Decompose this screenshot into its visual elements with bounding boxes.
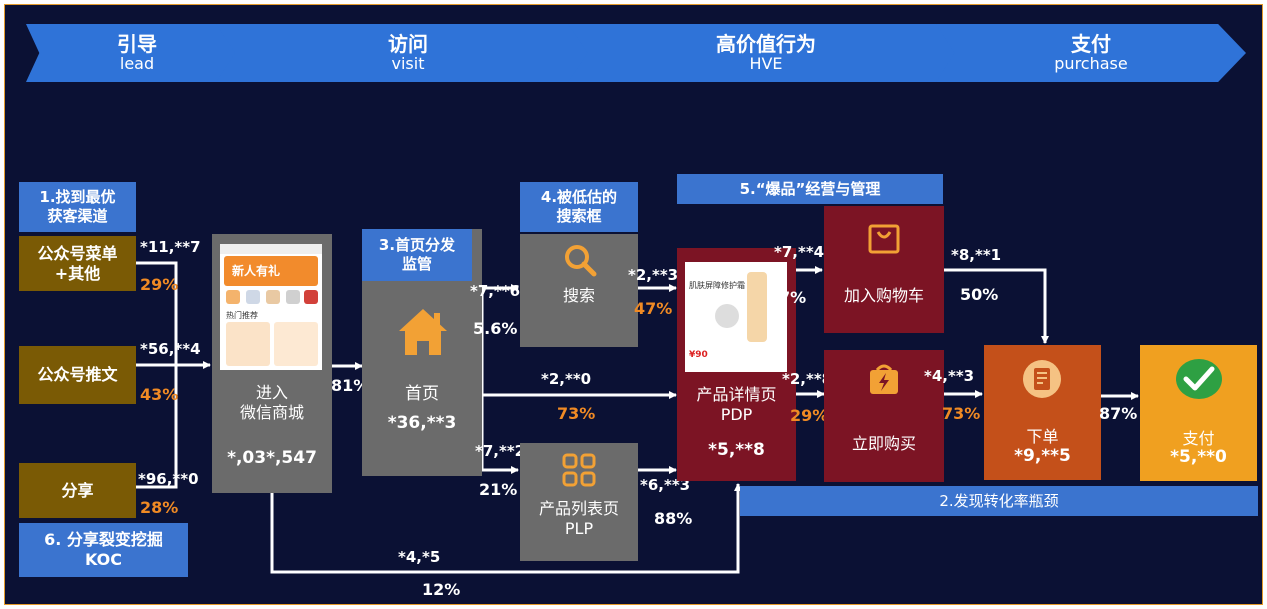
lightning-bag-icon [870,364,898,394]
flow-pdp-buy-pct: 29% [790,406,829,425]
node-buy-label: 立即购买 [851,434,916,453]
node-home-label: 首页 [405,384,439,404]
flow-plp-pdp-pct: 88% [654,509,693,528]
phone-tile-1 [226,290,240,304]
flow-mall-pdp-count: *4,*5 [398,548,441,566]
checkmark-icon [1176,359,1222,399]
node-pdp-count: *5,**8 [708,440,765,460]
grid-icon [562,453,596,487]
channel-menu-pct: 29% [140,275,179,294]
phone-tile-2 [246,290,260,304]
flow-pdp-buy-count: *2,**8 [782,370,833,388]
channel-article-count: *56,**4 [140,340,201,358]
stage-hve-en: HVE [749,54,783,73]
stage-purchase-en: purchase [1054,54,1128,73]
flow-home-pdp-count: *2,**0 [541,370,592,388]
channel-share-count: *96,**0 [138,470,199,488]
node-pay-label: 支付 [1182,429,1215,448]
flow-home-plp-pct: 21% [479,480,518,499]
node-pay-count: *5,**0 [1170,447,1227,467]
annotation-hot-products: 5.“爆品”经营与管理 [677,174,943,204]
flow-search-pdp-pct: 47% [634,299,673,318]
flow-mall-home-pct: 81% [331,376,370,395]
node-pdp-label: 产品详情页 PDP [696,385,777,424]
arrow-mall-pdp [270,483,742,574]
node-mall-count: *,03*,547 [227,448,317,468]
pdp-product-text: 肌肤屏障修护霜 [689,281,745,290]
node-cart-label: 加入购物车 [843,286,924,305]
phone-tile-5 [304,290,318,304]
node-mall: 新人有礼 热门推荐 进入 微信商城 *,03*,547 [212,234,332,493]
pdp-product-tube [747,272,767,342]
channel-share-pct: 28% [140,498,179,517]
stage-banner-lead: 引导 lead [26,24,248,82]
node-buy: 立即购买 [824,350,944,482]
node-pay: 支付 *5,**0 [1140,345,1257,481]
node-plp: 产品列表页 PLP [520,443,638,561]
flow-home-search-count: *7,**6 [470,282,521,300]
annotation-home-supervision: 3.首页分发 监管 [362,229,472,281]
flow-order-pay-pct: 87% [1099,404,1138,423]
node-plp-label: 产品列表页 PLP [538,499,619,538]
channel-menu-count: *11,**7 [140,238,201,256]
stage-lead-en: lead [119,54,155,73]
pdp-price: ¥90 [689,350,708,360]
flow-home-plp-count: *7,**2 [475,442,526,460]
pdp-screenshot: 肌肤屏障修护霜 ¥90 [685,262,787,372]
annotation-find-channels: 1.找到最优 获客渠道 [19,182,136,232]
phone-banner-text: 新人有礼 [232,264,281,278]
stage-visit-en: visit [391,54,425,73]
node-order-label: 下单 [1026,427,1059,446]
flow-buy-order-count: *4,**3 [924,367,975,385]
flow-home-pdp-pct: 73% [557,404,596,423]
flow-pdp-cart-pct: 7% [779,288,807,307]
phone-tile-3 [266,290,280,304]
pdp-product-jar [715,304,739,328]
node-order-count: *9,**5 [1014,446,1071,466]
stage-banner-purchase: 支付 purchase [936,24,1246,82]
flow-home-search-pct: 5.6% [473,319,518,338]
phone-tile-4 [286,290,300,304]
phone-section-title: 热门推荐 [226,311,258,320]
flow-search-pdp-count: *2,**3 [628,266,679,284]
node-home-count: *36,**3 [387,413,457,433]
node-order: 下单 *9,**5 [984,345,1101,480]
annotation-bottleneck: 2.发现转化率瓶颈 [740,486,1258,516]
phone-status-bar [220,244,322,254]
flow-mall-pdp-pct: 12% [422,580,461,599]
phone-screenshot: 新人有礼 热门推荐 [220,244,322,370]
node-search: 搜索 [520,234,638,347]
stage-hve-cn: 高价值行为 [716,32,816,56]
flow-cart-order-pct: 50% [960,285,999,304]
flow-buy-order-pct: 73% [942,404,981,423]
phone-card-left [226,322,270,366]
channel-article-pct: 43% [140,385,179,404]
search-icon [565,245,597,277]
house-icon [399,309,447,355]
annotation-koc: 6. 分享裂变挖掘 KOC [19,523,188,577]
stage-purchase-cn: 支付 [1071,32,1111,56]
annotation-search-box: 4.被低估的 搜索框 [520,182,638,232]
node-cart: 加入购物车 [824,206,944,333]
stage-banner-hve: 高价值行为 HVE [568,24,964,82]
node-pdp: 肌肤屏障修护霜 ¥90 产品详情页 PDP *5,**8 [677,248,796,481]
flow-cart-order-count: *8,**1 [951,246,1002,264]
channel-bracket [136,261,178,489]
channel-share-box: 分享 [19,463,136,518]
channel-article-box: 公众号推文 [19,346,136,404]
order-icon [1023,360,1061,398]
node-mall-label: 进入 微信商城 [239,383,304,422]
phone-card-right [274,322,318,366]
shopping-bag-icon [868,224,900,254]
node-search-label: 搜索 [562,286,595,305]
phone-banner: 新人有礼 [224,256,318,286]
flow-pdp-cart-count: *7,**4 [774,243,825,261]
stage-visit-cn: 访问 [388,32,428,56]
channel-menu-box: 公众号菜单 +其他 [19,236,136,291]
arrow-cart-order [944,268,1049,344]
stage-lead-cn: 引导 [117,32,157,56]
stage-banner-visit: 访问 visit [216,24,600,82]
